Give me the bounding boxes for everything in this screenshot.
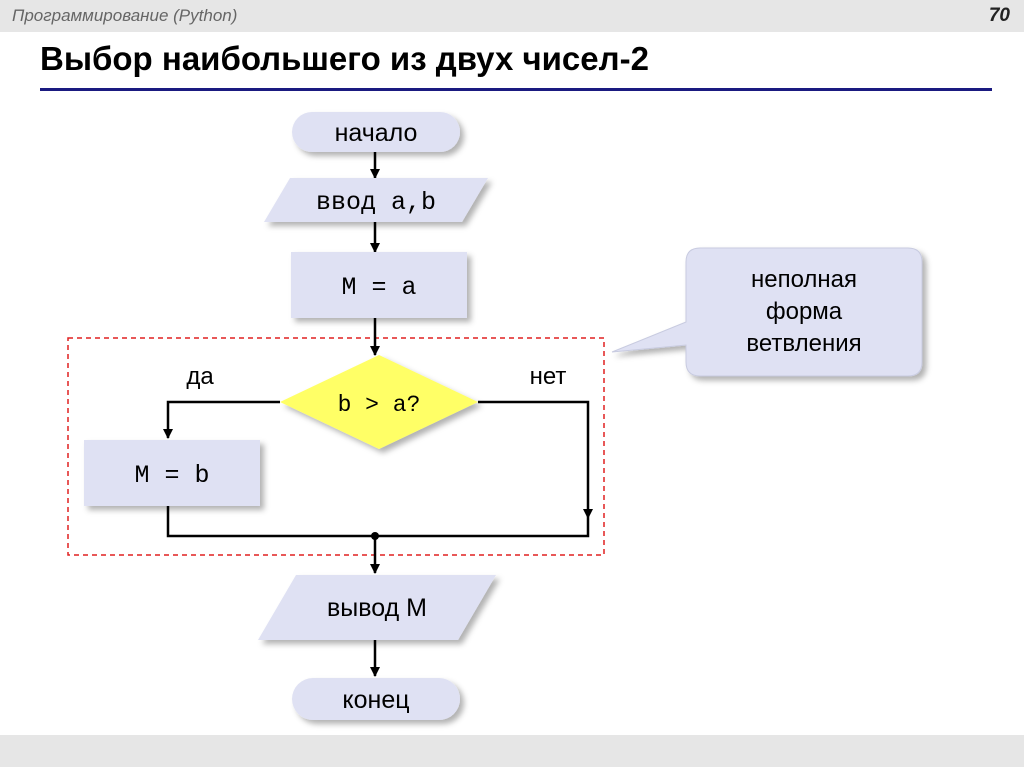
page-number: 70 bbox=[988, 5, 1010, 26]
start-label: начало bbox=[335, 119, 418, 147]
connectors bbox=[163, 152, 593, 677]
condition-label: b > a? bbox=[338, 392, 421, 418]
end-block bbox=[292, 678, 460, 720]
footer-bar bbox=[0, 735, 1024, 767]
input-block bbox=[264, 178, 488, 222]
course-name: Программирование (Python) bbox=[12, 6, 238, 25]
yes-label: да bbox=[186, 363, 214, 390]
arrow-no-branch bbox=[478, 400, 593, 519]
callout-line-3: ветвления bbox=[746, 330, 861, 357]
callout-line-1: неполная bbox=[751, 266, 857, 293]
junction-dot bbox=[371, 532, 379, 540]
title-underline bbox=[40, 88, 992, 91]
condition-block bbox=[280, 355, 478, 449]
header-bar: Программирование (Python) 70 bbox=[0, 0, 1024, 32]
assign-initial-block bbox=[291, 252, 467, 318]
merge-line bbox=[166, 506, 590, 538]
output-block bbox=[258, 575, 496, 640]
assign-yes-label: M = b bbox=[134, 461, 209, 490]
output-label: вывод M bbox=[327, 594, 427, 622]
assign-initial-label: M = a bbox=[341, 273, 416, 302]
input-label: ввод a,b bbox=[316, 188, 436, 217]
assign-yes-block bbox=[84, 440, 260, 506]
slide-title: Выбор наибольшего из двух чисел-2 bbox=[40, 40, 649, 77]
start-block bbox=[292, 112, 460, 152]
branch-region-border bbox=[67, 337, 605, 556]
callout bbox=[611, 247, 923, 377]
arrow-yes-branch bbox=[163, 400, 280, 439]
callout-line-2: форма bbox=[766, 298, 843, 325]
no-label: нет bbox=[530, 363, 567, 390]
end-label: конец bbox=[342, 686, 409, 714]
